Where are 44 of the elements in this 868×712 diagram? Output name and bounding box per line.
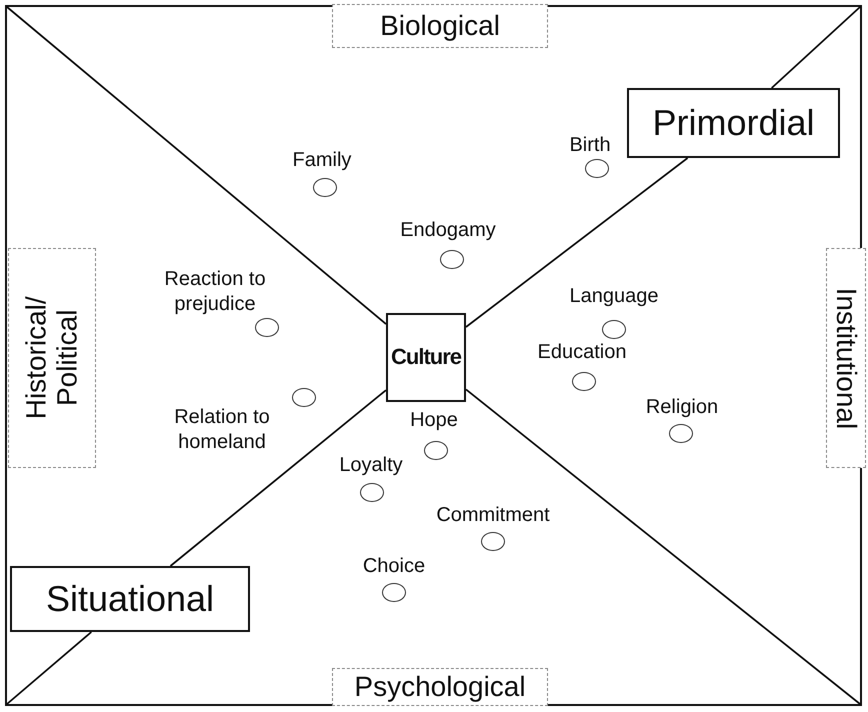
small-circle bbox=[292, 388, 316, 407]
dimension-box bbox=[332, 4, 548, 48]
category-box bbox=[10, 566, 250, 632]
small-circle bbox=[360, 483, 384, 502]
item-label: Endogamy bbox=[399, 218, 497, 243]
small-circle bbox=[669, 424, 693, 443]
item-label: Education bbox=[536, 340, 628, 365]
item-label: Commitment bbox=[435, 503, 551, 528]
diagonal-line bbox=[6, 6, 387, 325]
center-box bbox=[386, 313, 466, 402]
small-circle bbox=[382, 583, 406, 602]
small-circle bbox=[481, 532, 505, 551]
category-label: Situational bbox=[46, 579, 214, 619]
diagonal-line bbox=[771, 6, 861, 89]
item-label: Relation to homeland bbox=[173, 405, 271, 455]
category-label: Primordial bbox=[652, 103, 815, 143]
small-circle bbox=[572, 372, 596, 391]
dimension-label: Institutional bbox=[830, 287, 862, 429]
item-label: Language bbox=[568, 284, 660, 309]
dimension-box bbox=[8, 248, 96, 468]
dimension-box bbox=[332, 668, 548, 706]
small-circle bbox=[602, 320, 626, 339]
small-circle bbox=[585, 159, 609, 178]
diagonal-line bbox=[6, 631, 92, 705]
item-label: Religion bbox=[644, 395, 720, 420]
center-label: Culture bbox=[391, 345, 461, 370]
diagonal-line bbox=[170, 389, 387, 567]
diagonal-line bbox=[465, 388, 861, 705]
item-label: Choice bbox=[362, 554, 426, 579]
item-label: Birth bbox=[568, 133, 612, 158]
dimension-label: Historical/ Political bbox=[21, 296, 83, 420]
item-label: Loyalty bbox=[338, 453, 404, 478]
dimension-box bbox=[826, 248, 866, 468]
small-circle bbox=[255, 318, 279, 337]
small-circle bbox=[313, 178, 337, 197]
dimension-label: Psychological bbox=[354, 672, 526, 702]
category-box bbox=[627, 88, 840, 158]
item-label: Family bbox=[292, 148, 352, 173]
small-circle bbox=[440, 250, 464, 269]
dimension-label: Biological bbox=[380, 10, 500, 42]
small-circle bbox=[424, 441, 448, 460]
item-label: Reaction to prejudice bbox=[163, 267, 267, 317]
diagonal-line bbox=[465, 157, 688, 328]
item-label: Hope bbox=[409, 408, 459, 433]
